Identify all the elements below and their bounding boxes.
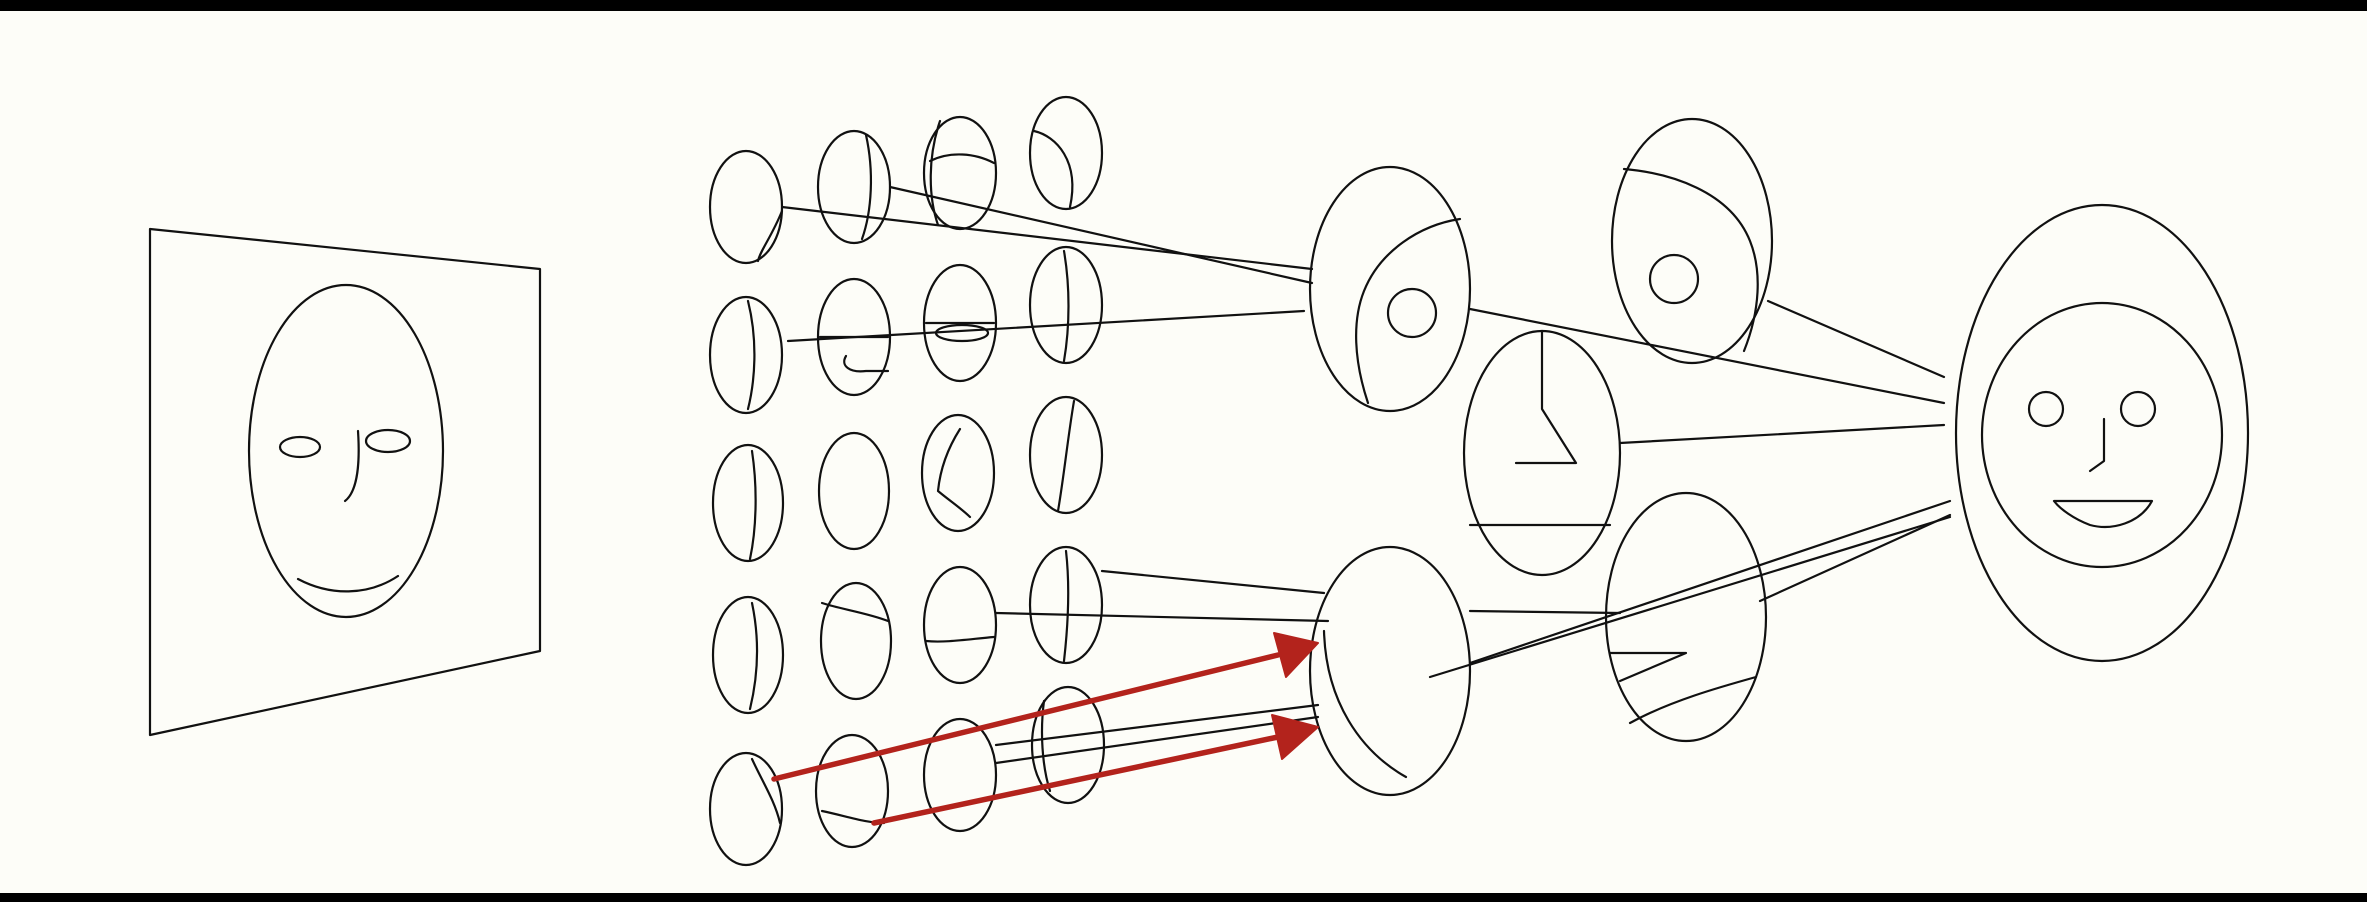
edge-unit bbox=[922, 717, 998, 833]
input-face-nose bbox=[343, 429, 360, 503]
part-unit-eye-upper bbox=[1610, 117, 1774, 365]
edge-unit bbox=[1028, 245, 1104, 365]
edge-unit bbox=[816, 129, 892, 245]
edge-unit bbox=[711, 443, 785, 563]
edge-unit bbox=[922, 115, 998, 231]
highlight-arrow-1 bbox=[771, 652, 1281, 782]
input-face-right-eye bbox=[364, 428, 412, 454]
feature-hierarchy-diagram bbox=[148, 95, 2250, 867]
edge-unit bbox=[817, 431, 891, 551]
edge-unit bbox=[920, 413, 996, 533]
face-unit-mouth bbox=[2052, 499, 2154, 529]
face-unit-outer bbox=[1954, 203, 2250, 663]
edge-feature-units bbox=[708, 95, 1106, 867]
edge-unit bbox=[711, 595, 785, 715]
edge-unit bbox=[922, 263, 998, 383]
highlight-arrow-2-head bbox=[1271, 714, 1319, 760]
input-face-outline bbox=[247, 283, 445, 619]
edge-unit bbox=[708, 149, 784, 265]
edge-unit bbox=[819, 581, 893, 701]
diagram-frame bbox=[0, 11, 2367, 893]
edge-to-part-connections bbox=[780, 185, 1330, 765]
edge-unit bbox=[708, 751, 784, 867]
face-unit-face bbox=[1980, 301, 2224, 569]
part-unit-mouth bbox=[1604, 491, 1768, 743]
highlight-arrow-1-head bbox=[1273, 632, 1319, 678]
part-unit-mouth-edge bbox=[1308, 545, 1472, 797]
edge-unit bbox=[1028, 395, 1104, 515]
edge-unit bbox=[1028, 95, 1104, 211]
face-unit-nose bbox=[2088, 417, 2106, 473]
highlight-arrow-2 bbox=[871, 734, 1281, 826]
edge-unit bbox=[922, 565, 998, 685]
input-image bbox=[148, 227, 542, 737]
edge-unit bbox=[1030, 685, 1106, 805]
edge-unit bbox=[816, 277, 892, 397]
part-to-face-connections bbox=[1428, 299, 1952, 679]
edge-unit bbox=[1028, 545, 1104, 665]
face-unit bbox=[1954, 203, 2250, 663]
picture-plane bbox=[148, 227, 542, 737]
edge-unit bbox=[708, 295, 784, 415]
face-unit-right-eye bbox=[2119, 390, 2157, 428]
edge-unit bbox=[814, 733, 890, 849]
input-face-mouth bbox=[296, 574, 400, 593]
part-unit-eye bbox=[1308, 165, 1472, 413]
face-unit-left-eye bbox=[2027, 390, 2065, 428]
highlight-arrows bbox=[771, 632, 1319, 826]
part-feature-units bbox=[1308, 117, 1774, 797]
input-face-left-eye bbox=[278, 435, 322, 459]
